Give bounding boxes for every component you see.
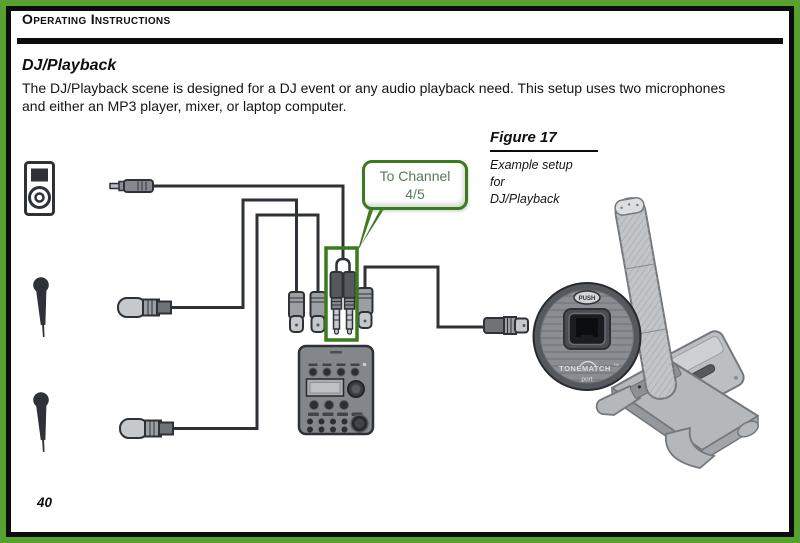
callout-line-1: To Channel: [379, 168, 451, 184]
body-line-2: and either an MP3 player, mixer, or lapt…: [22, 98, 347, 114]
section-title: DJ/Playback: [22, 57, 117, 74]
section-body: The DJ/Playback scene is designed for a …: [22, 79, 792, 115]
page-number: 40: [37, 495, 53, 510]
page-header: Operating Instructions: [22, 11, 171, 27]
callout-line-2: 4/5: [405, 186, 425, 202]
header-rule: [17, 38, 783, 44]
figure-caption: Example setup for DJ/Playback: [490, 158, 573, 206]
figure-label: Figure 17: [490, 129, 598, 152]
body-line-1: The DJ/Playback scene is designed for a …: [22, 80, 726, 96]
channel-callout-bubble: To Channel 4/5: [362, 160, 468, 210]
figure-block: Figure 17 Example setup for DJ/Playback: [490, 129, 610, 208]
